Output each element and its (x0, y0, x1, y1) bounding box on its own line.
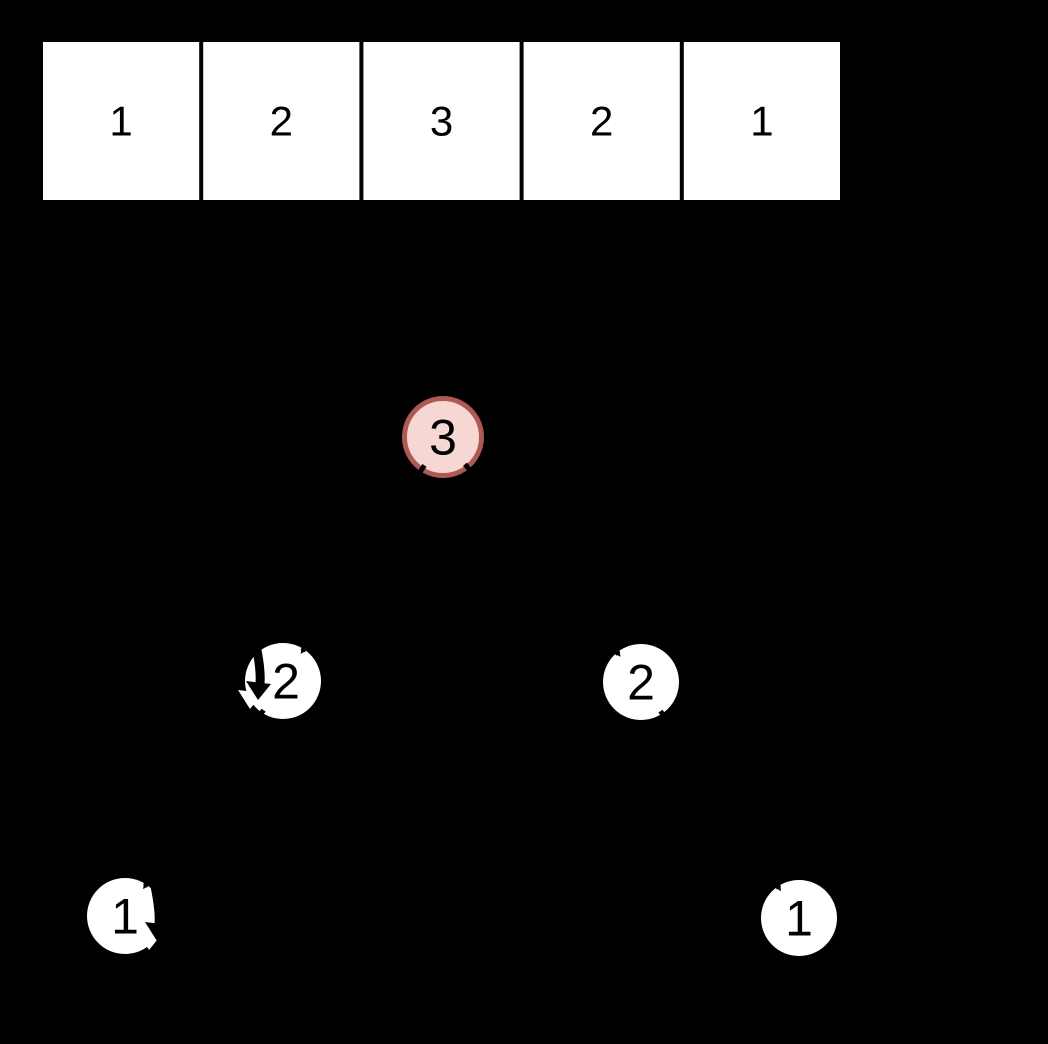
tree-node-root-circle (402, 396, 484, 478)
cursor-arrow-head (145, 922, 170, 941)
array-cell-box (363, 42, 520, 200)
array-cell-box (203, 42, 360, 200)
tree-edge-root-to-left-child (300, 464, 427, 654)
array-cell-box (683, 42, 840, 200)
array-cell: 1 (683, 42, 840, 200)
cursor-down-arrow-icon (137, 880, 170, 950)
array-row: 1 2 3 2 1 (43, 42, 840, 200)
cursor-arrow-shaft (250, 639, 265, 685)
tree-edge-root-to-right-child (463, 462, 621, 657)
cursor-down-arrow-icon (238, 639, 271, 709)
array-cell-value: 3 (430, 98, 453, 145)
array-cell-box (43, 42, 200, 200)
array-cell-value: 2 (270, 98, 293, 145)
array-cell-value: 1 (109, 98, 132, 145)
array-cell-value: 1 (750, 98, 773, 145)
tree-node-right-child-value: 2 (627, 655, 655, 711)
tree-edge-left-child-to-left-leaf (143, 708, 266, 890)
array-cell-value: 2 (590, 98, 613, 145)
array-cell: 1 (43, 42, 200, 200)
tree-node-right-child-circle (603, 644, 679, 720)
tree-node-right-leaf-circle (761, 880, 837, 956)
array-cell-box (523, 42, 680, 200)
cursor-arrow-shaft (149, 880, 164, 926)
tree-node-right-leaf-value: 1 (785, 891, 813, 947)
tree-edges (143, 462, 782, 892)
tree-node-left-leaf-value: 1 (111, 889, 139, 945)
tree-edge-right-child-to-right-leaf (658, 709, 782, 892)
tree-node-left-child-value: 2 (272, 654, 300, 710)
cursor-arrow-head (246, 681, 271, 700)
tree: 3 2 2 1 1 (87, 396, 837, 956)
array-cell: 2 (203, 42, 360, 200)
tree-node-left-child-circle (245, 643, 321, 719)
tree-node-root-value: 3 (429, 410, 457, 466)
array-cell: 3 (363, 42, 520, 200)
array-cell: 2 (523, 42, 680, 200)
